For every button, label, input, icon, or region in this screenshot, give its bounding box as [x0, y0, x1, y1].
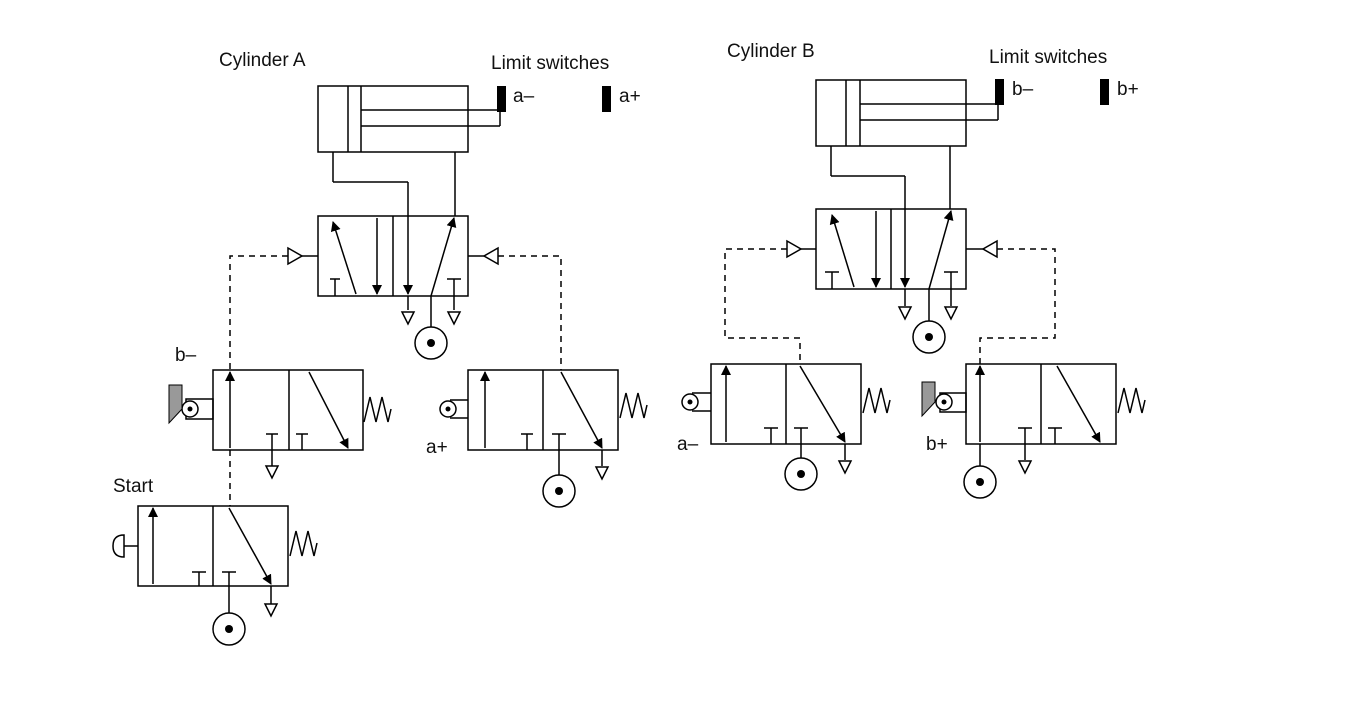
start-label: Start [113, 476, 154, 497]
cylinder-a-label: Cylinder A [219, 50, 306, 71]
start-valve [112, 505, 318, 646]
valve-b-plus-label: b+ [926, 434, 948, 455]
cylinder-b-label: Cylinder B [727, 41, 815, 62]
pilot-line-b-left [724, 248, 801, 364]
valve-a-plus [439, 369, 648, 508]
valve-b-plus [921, 363, 1146, 499]
switch-b-plus-label: b+ [1117, 79, 1139, 100]
switch-a-minus-label: a– [513, 86, 535, 107]
switch-b-minus-label: b– [1012, 79, 1034, 100]
limit-switch-b-minus-marker [995, 79, 1004, 105]
main-valve-a [287, 182, 499, 360]
cylinder-a [317, 85, 501, 216]
limit-switch-a-plus-marker [602, 86, 611, 112]
main-valve-b [786, 176, 998, 354]
limit-switches-a-label: Limit switches [491, 53, 609, 74]
limit-switches-b-label: Limit switches [989, 47, 1107, 68]
valve-b-minus [168, 369, 392, 479]
valve-a-minus-label: a– [677, 434, 699, 455]
valve-a-minus [681, 363, 891, 491]
pilot-line-a-right [498, 255, 562, 370]
pilot-line-a-left [229, 255, 288, 370]
valve-a-plus-label: a+ [426, 437, 448, 458]
limit-switch-b-plus-marker [1100, 79, 1109, 105]
switch-a-plus-label: a+ [619, 86, 641, 107]
cylinder-b [815, 79, 999, 209]
valve-b-minus-label: b– [175, 345, 197, 366]
pilot-line-b-right [979, 248, 1056, 364]
limit-switch-a-minus-marker [497, 86, 506, 112]
